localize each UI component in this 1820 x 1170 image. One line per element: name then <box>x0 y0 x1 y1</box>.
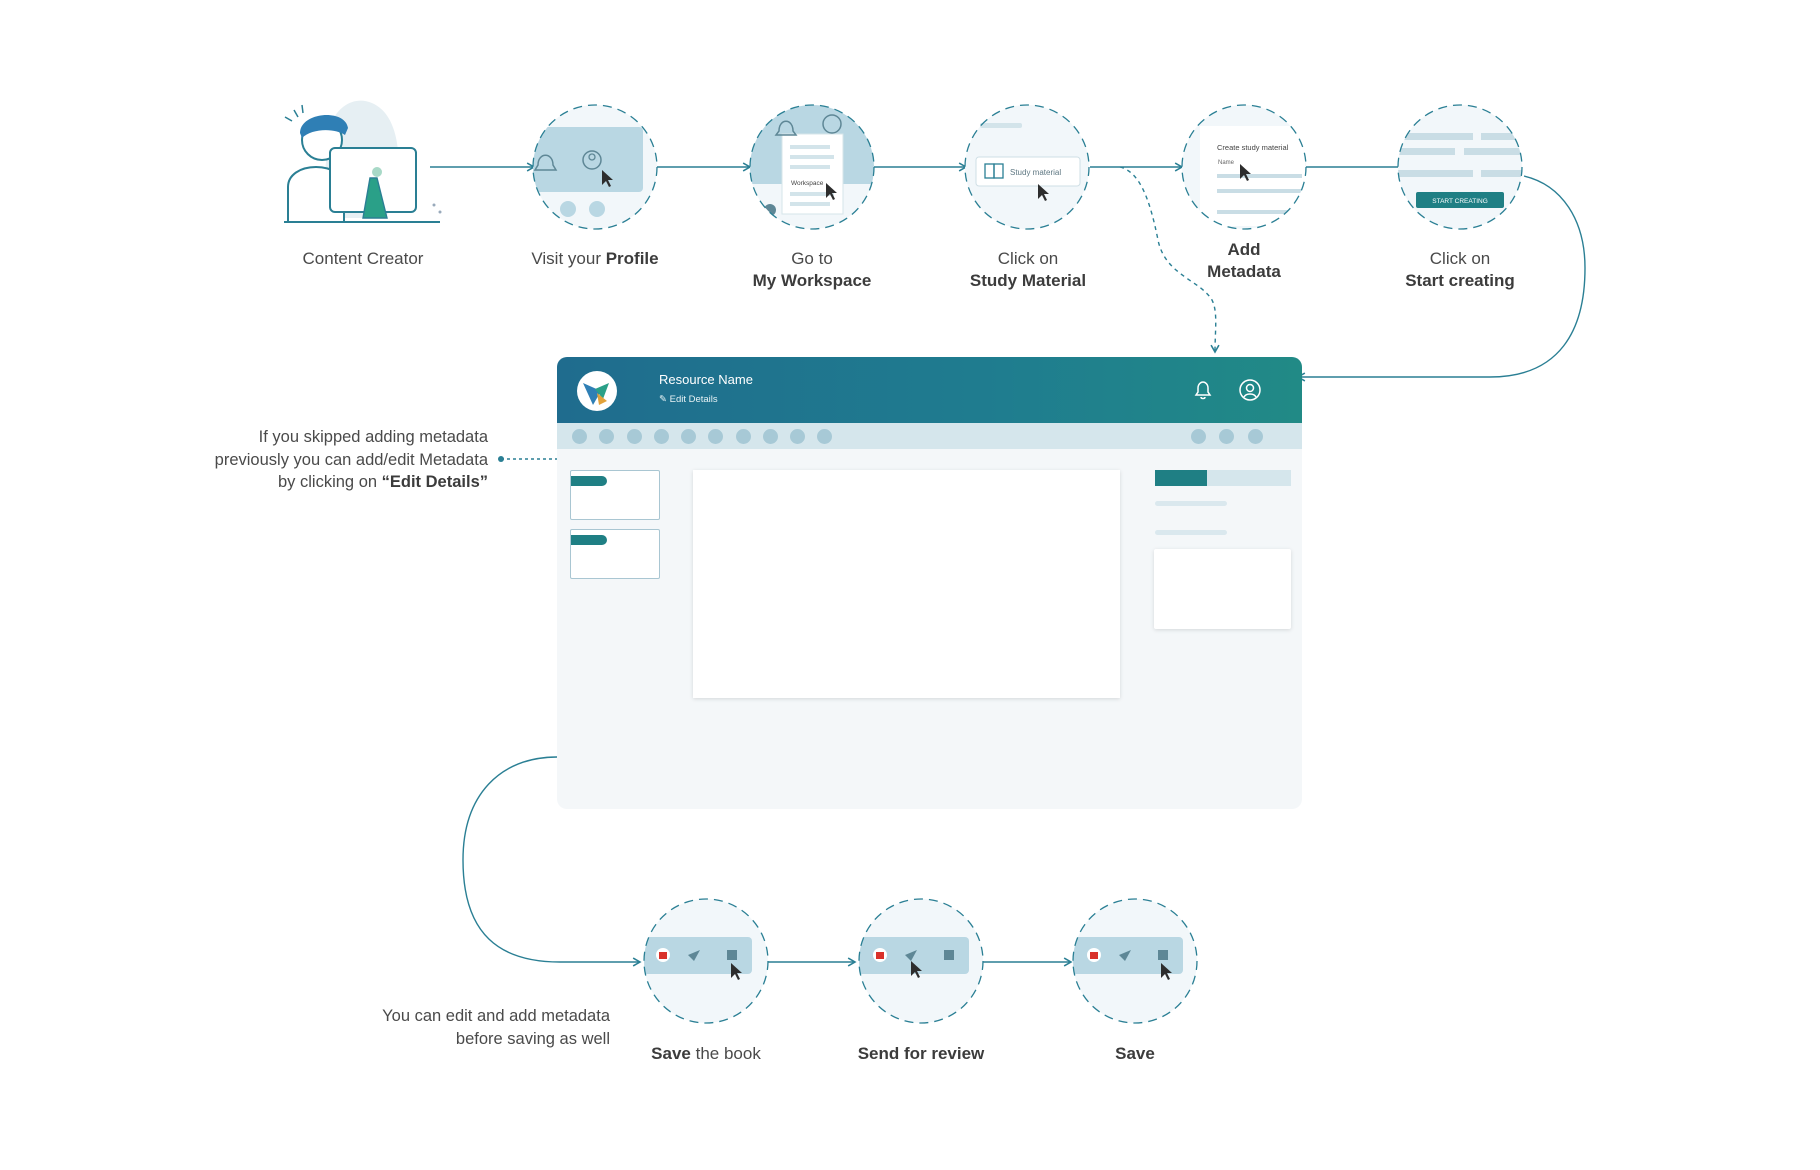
tool-button[interactable] <box>572 429 587 444</box>
step-label-workspace: Go to My Workspace <box>752 249 872 290</box>
content-creator-illustration <box>284 100 442 223</box>
edit-details-note: If you skipped adding metadata previousl… <box>214 428 488 491</box>
user-icon <box>582 150 602 170</box>
logo <box>577 371 617 411</box>
page-thumbnail[interactable] <box>570 529 660 579</box>
start-creating-step-circle: START CREATING <box>1397 104 1523 230</box>
save-step-circle <box>1072 898 1198 1024</box>
bell-icon <box>533 154 558 171</box>
resource-name: Resource Name <box>659 372 753 387</box>
tool-button[interactable] <box>708 429 723 444</box>
cursor-icon <box>1240 164 1251 181</box>
name-mini-label: Name <box>1218 160 1235 166</box>
placeholder-line <box>1155 501 1227 506</box>
user-icon <box>822 114 842 134</box>
tool-button[interactable] <box>654 429 669 444</box>
save-book-step-circle <box>643 898 769 1024</box>
workspace-step-circle: Workspace <box>749 104 875 230</box>
progress-bar <box>1155 470 1291 486</box>
page-thumbnail[interactable] <box>570 470 660 520</box>
tool-button[interactable] <box>736 429 751 444</box>
bell-icon <box>774 120 798 136</box>
start-creating-mini-button: START CREATING <box>1432 198 1488 205</box>
tool-button[interactable] <box>790 429 805 444</box>
step-label-send-review: Send for review <box>857 1044 985 1063</box>
step-label-study-material: Click on Study Material <box>969 249 1087 290</box>
tool-button[interactable] <box>1248 429 1263 444</box>
workspace-mini-label: Workspace <box>791 180 824 187</box>
study-material-mini-label: Study material <box>1010 168 1061 177</box>
step-label-content-creator: Content Creator <box>302 249 424 268</box>
edit-icon: ✎ <box>659 394 667 405</box>
thumbnail-tag <box>571 476 607 486</box>
user-icon[interactable] <box>1238 378 1262 402</box>
progress-fill <box>1155 470 1207 486</box>
bell-icon[interactable] <box>1191 378 1215 402</box>
tool-button[interactable] <box>1191 429 1206 444</box>
tool-button[interactable] <box>681 429 696 444</box>
cursor-icon <box>602 170 613 187</box>
step-label-save-book: Save the book <box>651 1044 761 1063</box>
hummingbird-icon <box>583 383 609 405</box>
step-label-start-creating: Click on Start creating <box>1405 249 1515 290</box>
toolbar <box>557 423 1302 449</box>
edit-details-link[interactable]: ✎ Edit Details <box>659 394 718 405</box>
profile-step-circle <box>532 104 658 230</box>
save-metadata-note: You can edit and add metadata before sav… <box>382 1007 610 1048</box>
thumbnail-tag <box>571 535 607 545</box>
cursor-icon <box>731 963 742 980</box>
placeholder-line <box>1155 530 1227 535</box>
step-label-metadata: Add Metadata <box>1207 240 1281 281</box>
step-label-save: Save <box>1115 1044 1155 1063</box>
cursor-icon <box>826 183 837 200</box>
cursor-icon <box>911 961 922 978</box>
study-material-step-circle: Study material <box>964 104 1090 230</box>
tool-button[interactable] <box>599 429 614 444</box>
step-label-profile: Visit your Profile <box>531 249 659 268</box>
tool-button[interactable] <box>763 429 778 444</box>
tool-button[interactable] <box>817 429 832 444</box>
editor-window-mock: Resource Name ✎ Edit Details <box>557 357 1302 809</box>
metadata-step-circle: Create study material Name <box>1181 104 1307 230</box>
cursor-icon <box>1038 184 1049 201</box>
editor-canvas[interactable] <box>693 470 1120 698</box>
send-review-step-circle <box>858 898 984 1024</box>
tool-button[interactable] <box>1219 429 1234 444</box>
cursor-icon <box>1161 963 1172 980</box>
create-study-material-mini-title: Create study material <box>1217 143 1289 152</box>
properties-card <box>1154 549 1291 629</box>
app-header: Resource Name ✎ Edit Details <box>557 357 1302 423</box>
tool-button[interactable] <box>627 429 642 444</box>
